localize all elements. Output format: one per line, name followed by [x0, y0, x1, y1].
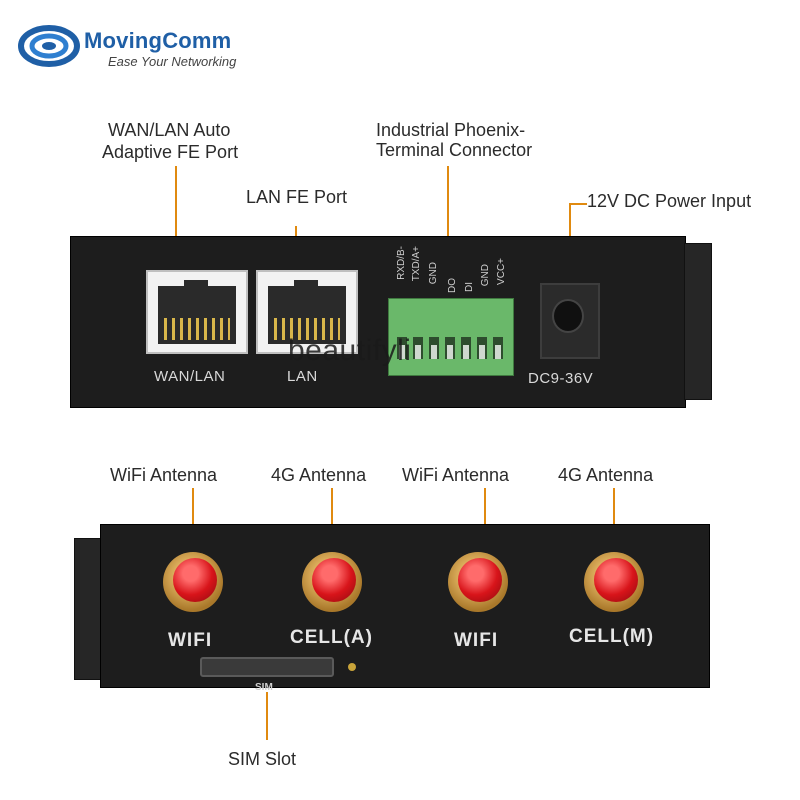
4g-antenna-1-leader	[331, 488, 333, 548]
wan-lan-rj45-port	[146, 270, 248, 354]
sim-slot-leader	[266, 692, 268, 740]
4g-antenna-callout-1: 4G Antenna	[271, 465, 367, 485]
terminal-pin-label: GND	[480, 264, 491, 287]
wifi-antenna-callout-2: WiFi Antenna	[402, 465, 510, 485]
wifi-antenna-2-leader	[484, 488, 486, 548]
watermark-text: beautifyli	[288, 334, 412, 367]
lan-rj45-port	[256, 270, 358, 354]
brand-name: MovingComm	[84, 28, 232, 53]
status-led	[348, 663, 356, 671]
antenna-connector-icon	[302, 552, 362, 612]
terminal-pin-label: RXD/B-	[396, 246, 407, 280]
sim-slot-callout: SIM Slot	[228, 749, 297, 769]
antenna-port-label: CELL(A)	[290, 627, 373, 648]
phoenix-terminal-block	[388, 298, 514, 376]
antenna-connector-icon	[584, 552, 644, 612]
dc-range-label: DC9-36V	[528, 370, 594, 387]
wan-lan-port-label: WAN/LAN	[154, 368, 226, 385]
antenna-port-label: CELL(M)	[569, 626, 655, 647]
phoenix-callout-line2: Terminal Connector	[376, 140, 533, 160]
wan-lan-callout-line1: WAN/LAN Auto	[108, 120, 231, 140]
antenna-port-label: WIFI	[168, 630, 213, 651]
swirl-logo-icon	[18, 25, 80, 67]
terminal-pin-label: VCC+	[496, 258, 507, 285]
antenna-port-label: WIFI	[454, 630, 499, 651]
phoenix-leader-line	[447, 166, 449, 294]
4g-antenna-callout-2: 4G Antenna	[558, 465, 654, 485]
terminal-pin-label: DI	[464, 282, 475, 292]
lan-port-label: LAN	[287, 368, 318, 385]
antenna-connector-icon	[448, 552, 508, 612]
phoenix-callout-line1: Industrial Phoenix-	[376, 120, 526, 140]
power-leader-line-h	[569, 203, 587, 205]
terminal-pin-label: GND	[428, 262, 439, 285]
wan-lan-callout-line2: Adaptive FE Port	[102, 142, 239, 162]
terminal-pin-label: TXD/A+	[411, 246, 422, 282]
4g-antenna-2-leader	[613, 488, 615, 548]
front-panel-mount-ear	[684, 243, 712, 400]
antenna-connector-icon	[163, 552, 223, 612]
sim-silk-label: SIM	[255, 682, 273, 693]
brand-tagline: Ease Your Networking	[108, 54, 237, 69]
lan-fe-callout: LAN FE Port	[246, 187, 348, 207]
sim-slot	[200, 657, 334, 677]
dc-power-jack	[540, 283, 600, 359]
wifi-antenna-1-leader	[192, 488, 194, 548]
wan-lan-leader-line	[175, 166, 177, 280]
terminal-pin-label: DO	[447, 278, 458, 293]
power-callout: 12V DC Power Input	[587, 191, 752, 211]
wifi-antenna-callout-1: WiFi Antenna	[110, 465, 218, 485]
